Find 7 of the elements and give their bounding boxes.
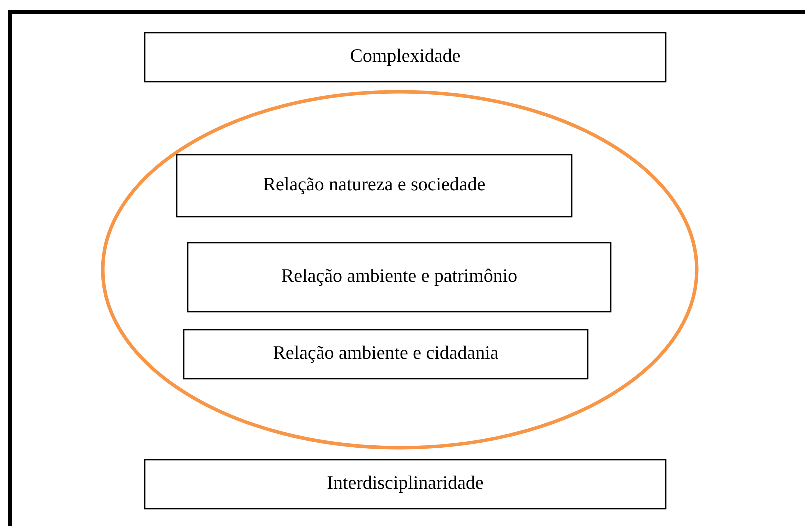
text-box: Relação ambiente e cidadania [183,329,589,380]
frame [8,10,805,526]
ellipse-outline [101,90,699,450]
text-box: Relação ambiente e patrimônio [187,242,612,313]
text-box: Interdisciplinaridade [144,459,667,510]
text-box: Relação natureza e sociedade [176,154,573,218]
text-box: Complexidade [144,32,667,83]
